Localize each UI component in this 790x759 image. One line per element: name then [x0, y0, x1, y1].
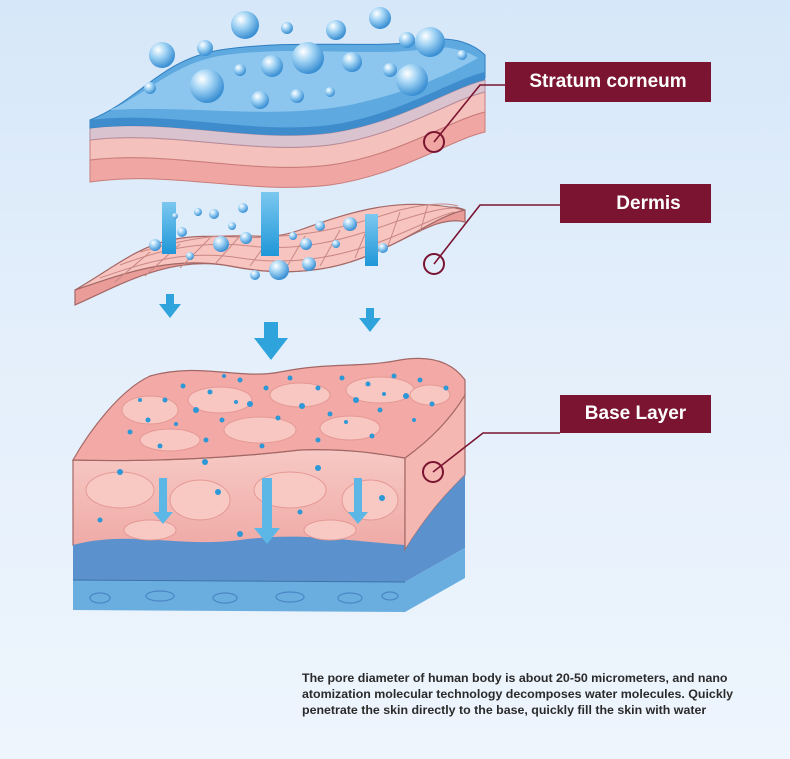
label-base-layer: Base Layer: [560, 395, 711, 433]
stratum-corneum-layer: [89, 38, 486, 188]
base-inner-arrows: [153, 478, 368, 544]
water-channels-dermis: [162, 192, 378, 266]
water-bubbles-dermis: [149, 203, 388, 280]
label-dermis: Dermis: [560, 184, 711, 223]
callout-connectors: [422, 84, 560, 483]
water-bubbles-top: [144, 7, 467, 109]
water-dots-base: [127, 373, 449, 449]
caption-text: The pore diameter of human body is about…: [302, 671, 734, 717]
down-arrows: [159, 294, 381, 360]
water-dots-base-front: [97, 459, 385, 537]
label-stratum-corneum: Stratum corneum: [505, 62, 711, 102]
